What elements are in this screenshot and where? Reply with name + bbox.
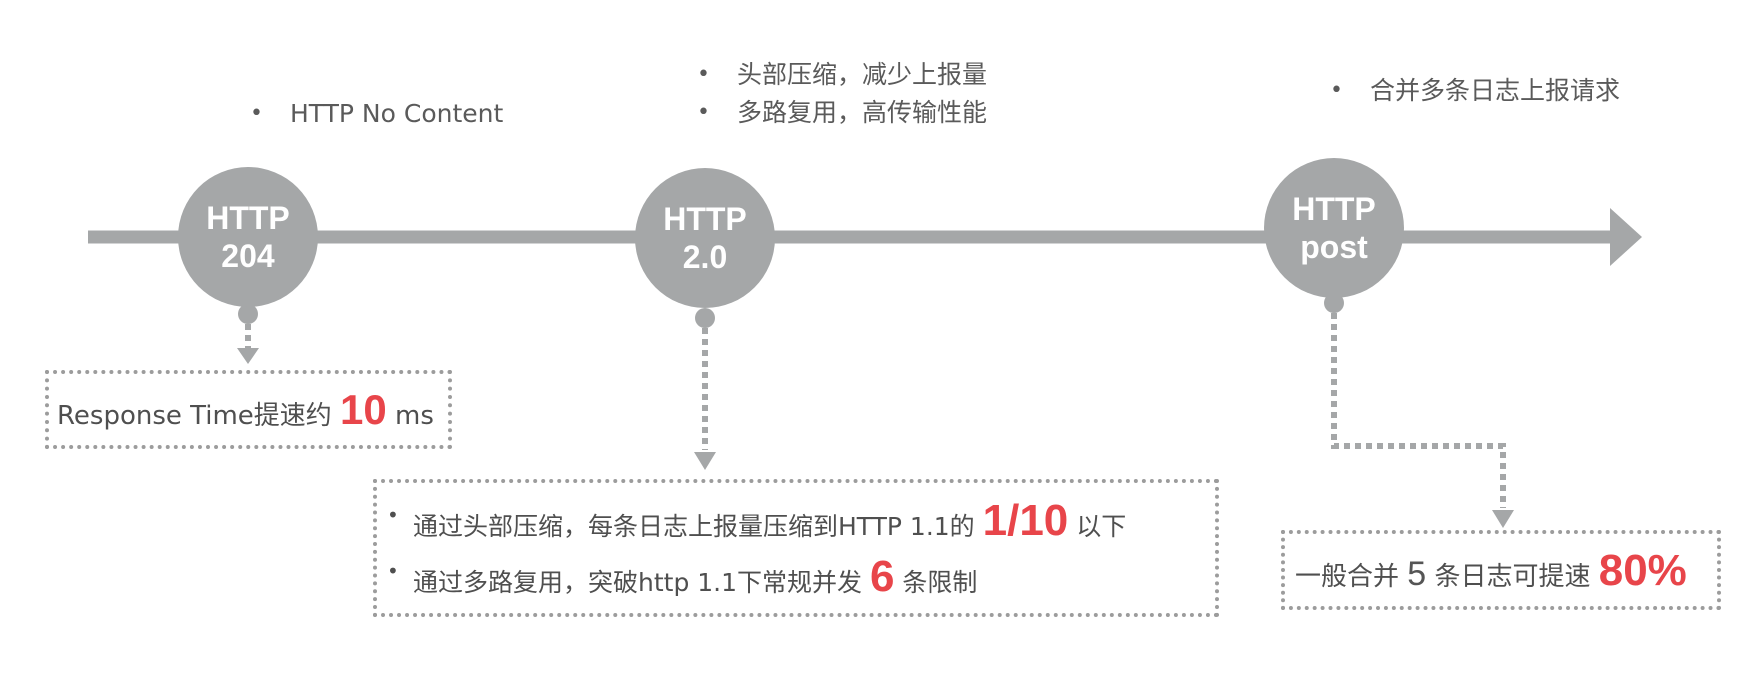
highlight-value: 10	[340, 386, 387, 433]
connector-arrow-20	[694, 452, 716, 470]
bullet-icon: •	[387, 559, 399, 583]
result-suffix: 条限制	[894, 568, 978, 597]
result-row: • 通过多路复用，突破http 1.1下常规并发 6 条限制	[377, 549, 1126, 605]
result-suffix: 以下	[1068, 512, 1127, 541]
result-text-20: • 通过头部压缩，每条日志上报量压缩到HTTP 1.1的 1/10 以下 • 通…	[377, 493, 1126, 605]
note-text: 合并多条日志上报请求	[1370, 76, 1621, 105]
notes-http-204: • HTTP No Content	[250, 95, 503, 133]
note-text: HTTP No Content	[290, 99, 504, 128]
note-text: 头部压缩，减少上报量	[737, 60, 988, 89]
node-http-20-line1: HTTP	[663, 201, 747, 237]
connector-dot-post	[1324, 293, 1344, 313]
node-http-204: HTTP 204	[178, 167, 318, 307]
result-row: • 通过头部压缩，每条日志上报量压缩到HTTP 1.1的 1/10 以下	[377, 493, 1126, 549]
result-prefix: 通过多路复用，突破http 1.1下常规并发	[413, 568, 870, 597]
node-http-post-line2: post	[1300, 229, 1368, 265]
notes-http-post: • 合并多条日志上报请求	[1330, 72, 1620, 110]
note-item: • HTTP No Content	[250, 95, 503, 133]
bullet-icon: •	[697, 62, 710, 87]
result-box-post: 一般合并 5 条日志可提速 80%	[1281, 530, 1721, 610]
node-http-20-line2: 2.0	[682, 239, 728, 275]
node-http-204-line2: 204	[221, 238, 275, 274]
note-item: • 头部压缩，减少上报量	[697, 56, 987, 94]
result-prefix: Response Time提速约	[57, 401, 341, 431]
connector-dot-20	[695, 308, 715, 328]
connector-arrow-204	[237, 348, 259, 364]
bullet-icon: •	[697, 100, 710, 125]
timeline-arrowhead	[1610, 208, 1642, 266]
result-prefix: 一般合并	[1295, 562, 1408, 592]
result-suffix: ms	[386, 401, 434, 431]
connector-dot-204	[238, 304, 258, 324]
result-middle: 条日志可提速	[1426, 562, 1599, 592]
bullet-icon: •	[1330, 78, 1343, 103]
node-http-204-line1: HTTP	[206, 200, 290, 236]
result-prefix: 通过头部压缩，每条日志上报量压缩到HTTP 1.1的	[413, 512, 983, 541]
bullet-icon: •	[250, 101, 263, 126]
note-item: • 多路复用，高传输性能	[697, 94, 987, 132]
connector-line-post	[1331, 313, 1506, 508]
bullet-icon: •	[387, 503, 399, 527]
result-text-post: 一般合并 5 条日志可提速 80%	[1295, 544, 1687, 604]
result-box-20: • 通过头部压缩，每条日志上报量压缩到HTTP 1.1的 1/10 以下 • 通…	[373, 479, 1219, 617]
merge-count: 5	[1407, 555, 1427, 593]
connector-arrow-post	[1492, 510, 1514, 528]
notes-http-20: • 头部压缩，减少上报量 • 多路复用，高传输性能	[697, 56, 987, 132]
note-item: • 合并多条日志上报请求	[1330, 72, 1620, 110]
result-box-204: Response Time提速约 10 ms	[45, 370, 452, 449]
node-http-post-line1: HTTP	[1292, 191, 1376, 227]
note-text: 多路复用，高传输性能	[737, 98, 988, 127]
highlight-value: 80%	[1598, 546, 1687, 595]
result-text-204: Response Time提速约 10 ms	[57, 384, 434, 442]
node-http-post: HTTP post	[1264, 158, 1404, 298]
node-http-20: HTTP 2.0	[635, 168, 775, 308]
highlight-value: 1/10	[982, 496, 1069, 545]
highlight-value: 6	[869, 552, 895, 601]
